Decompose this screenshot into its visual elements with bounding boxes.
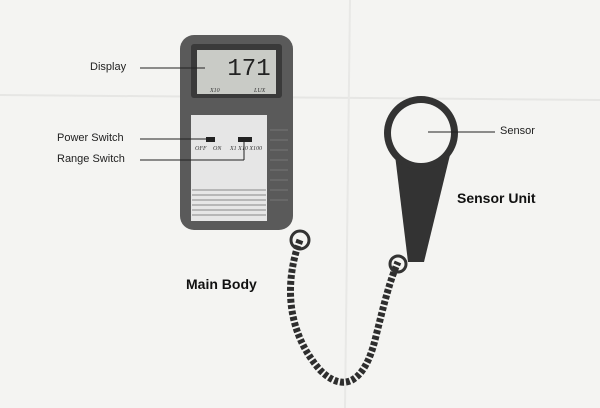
range-switch xyxy=(238,137,252,142)
power-switch-label: Power Switch xyxy=(57,132,124,144)
cord-ring-icon xyxy=(388,254,408,274)
display-reading: 171 xyxy=(227,56,270,83)
range-switch-label: Range Switch xyxy=(57,153,125,165)
range-options-label: X1 X10 X100 xyxy=(229,146,262,152)
sensor-label: Sensor xyxy=(500,125,535,137)
main-body xyxy=(180,35,293,230)
display-label: Display xyxy=(90,61,127,73)
display-unit: LUX xyxy=(253,88,266,94)
power-switch xyxy=(206,137,215,142)
power-on-label: ON xyxy=(213,146,222,152)
sensor-window xyxy=(391,103,451,163)
coiled-cord xyxy=(286,238,402,386)
sensor-unit xyxy=(384,96,458,262)
main-body-label: Main Body xyxy=(186,276,257,292)
power-off-label: OFF xyxy=(195,146,207,152)
lcd-display xyxy=(197,50,276,94)
cord-ring-icon xyxy=(289,229,311,251)
display-multiplier: X10 xyxy=(209,88,220,94)
sensor-unit-label: Sensor Unit xyxy=(457,190,536,206)
